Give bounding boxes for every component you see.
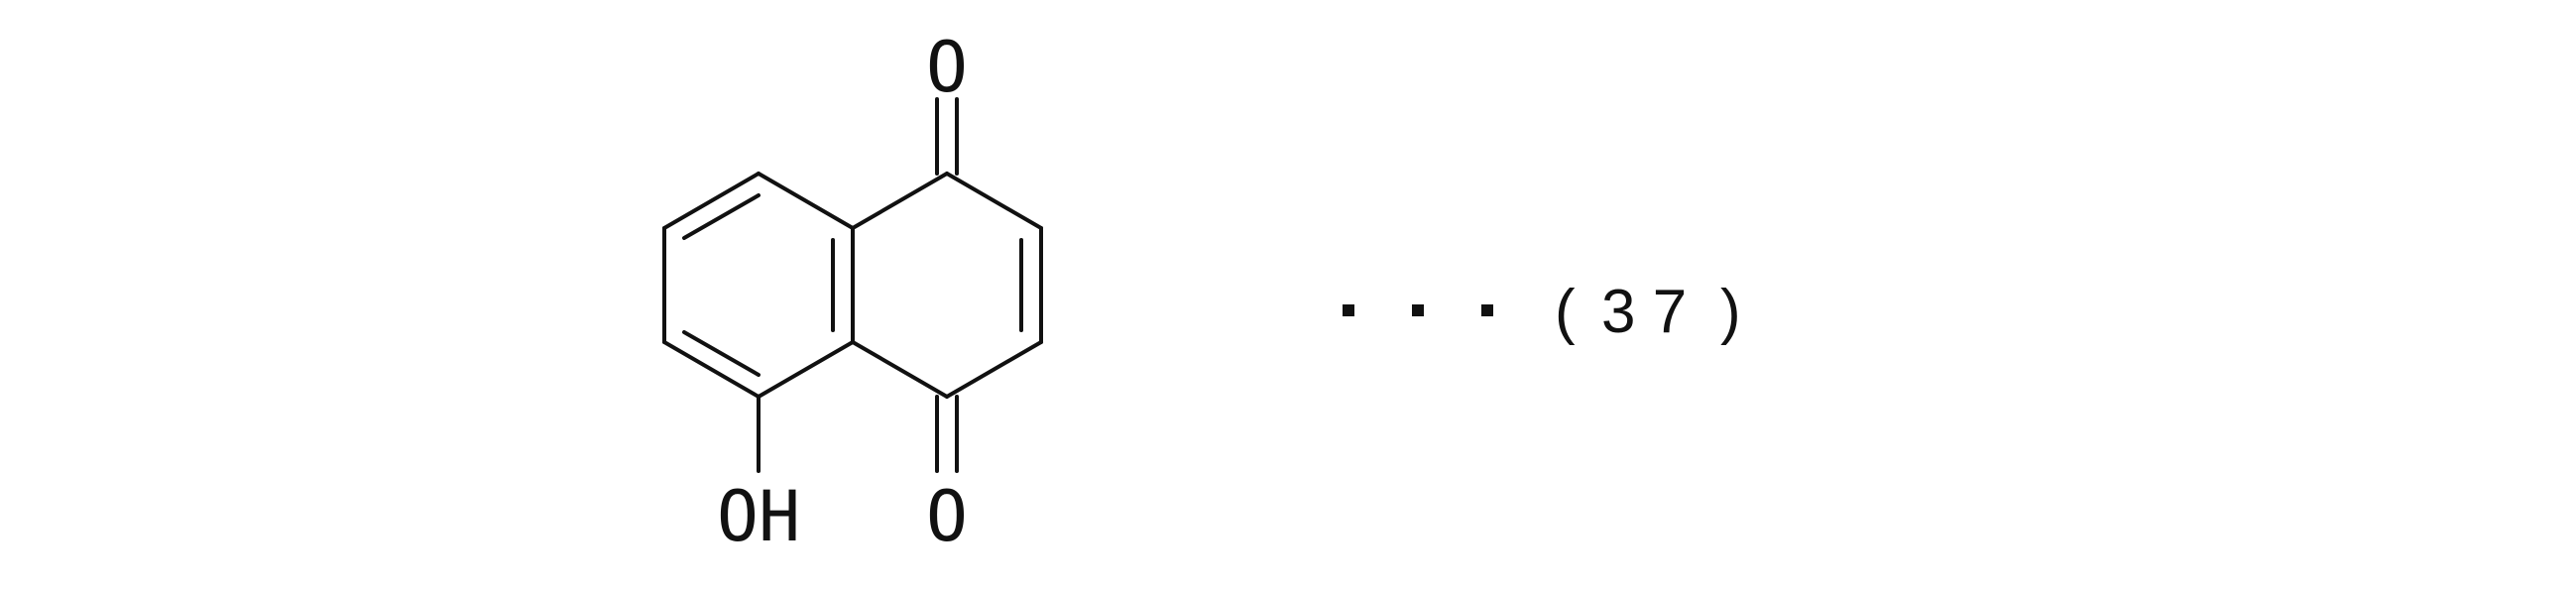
atom-label-top-oxygen: O	[926, 27, 968, 108]
naphthoquinone-structure: O O OH	[662, 27, 1043, 557]
bond-ring-left-upper-left-inner	[682, 193, 761, 240]
equation-open-paren: (	[1555, 278, 1576, 346]
bond-ring-left-upper-left	[662, 172, 761, 230]
leader-dot-2	[1412, 304, 1424, 316]
bond-quinone-lower-right	[945, 340, 1043, 399]
atom-label-hydroxyl: OH	[717, 476, 800, 557]
equation-number-text: 3 7	[1601, 278, 1687, 346]
bond-ring-left-bottom	[757, 340, 855, 399]
atom-label-bottom-oxygen: O	[926, 476, 968, 557]
equation-close-paren: )	[1720, 278, 1741, 346]
bond-ring-left-lower-left-inner	[682, 330, 761, 377]
bond-quinone-lower-left	[851, 340, 949, 399]
leader-dot-1	[1343, 304, 1354, 316]
bond-quinone-upper-left	[851, 172, 949, 230]
bond-ring-left-lower-left	[662, 340, 761, 399]
equation-number: ( 3 7 )	[1343, 278, 1741, 346]
bond-ring-left-top	[757, 172, 855, 230]
bond-quinone-upper-right	[945, 172, 1043, 230]
leader-dot-3	[1481, 304, 1493, 316]
